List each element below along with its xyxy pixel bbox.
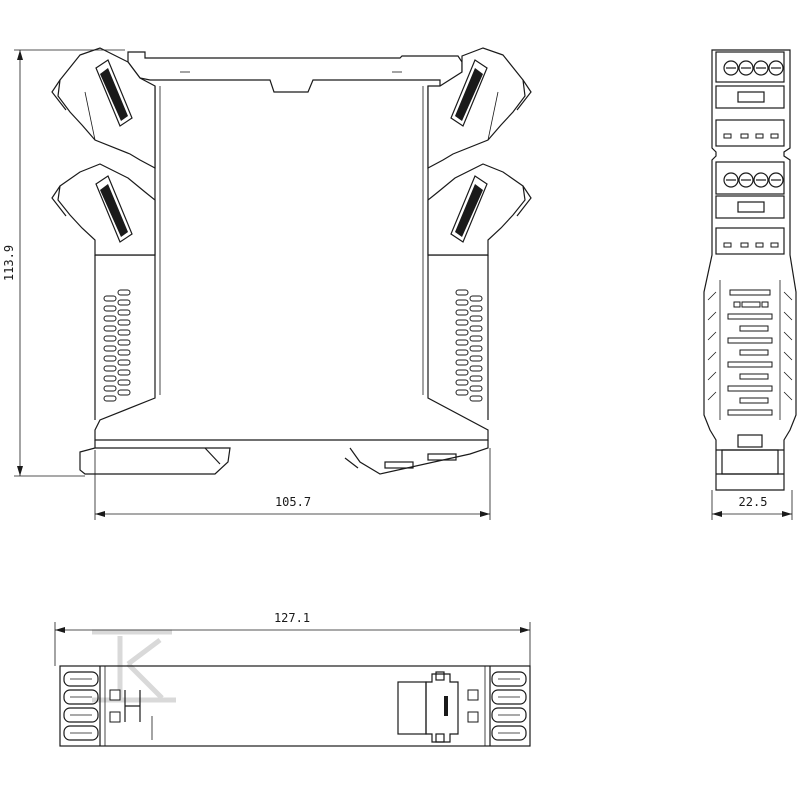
front-face-indicators — [707, 280, 793, 420]
bottom-terminal-right — [467, 671, 527, 741]
connector-right-upper — [427, 47, 532, 169]
bottom-view: 127.1 — [54, 611, 531, 747]
connector-left-upper — [51, 47, 156, 169]
dimension-length — [54, 622, 531, 666]
width-label: 105.7 — [275, 495, 311, 509]
bottom-terminal-left — [63, 671, 153, 741]
depth-label: 22.5 — [739, 495, 768, 509]
bottom-clip — [397, 671, 459, 743]
connector-right-lower — [427, 163, 532, 256]
left-vent-slots — [103, 289, 131, 402]
front-terminal-lower — [715, 161, 785, 255]
connector-left-lower — [51, 163, 156, 256]
height-label: 113.9 — [2, 245, 16, 281]
din-rail-clip — [79, 440, 489, 475]
front-view: 22.5 — [703, 49, 797, 520]
length-label: 127.1 — [274, 611, 310, 625]
side-view: 113.9 105.7 — [2, 47, 532, 520]
right-vent-slots — [455, 289, 483, 402]
front-rail-foot — [716, 434, 784, 475]
dimension-width — [94, 448, 491, 520]
dimension-height — [14, 49, 125, 477]
dimension-depth — [711, 490, 793, 520]
front-terminal-upper — [715, 51, 785, 147]
watermark-logo — [92, 629, 176, 703]
